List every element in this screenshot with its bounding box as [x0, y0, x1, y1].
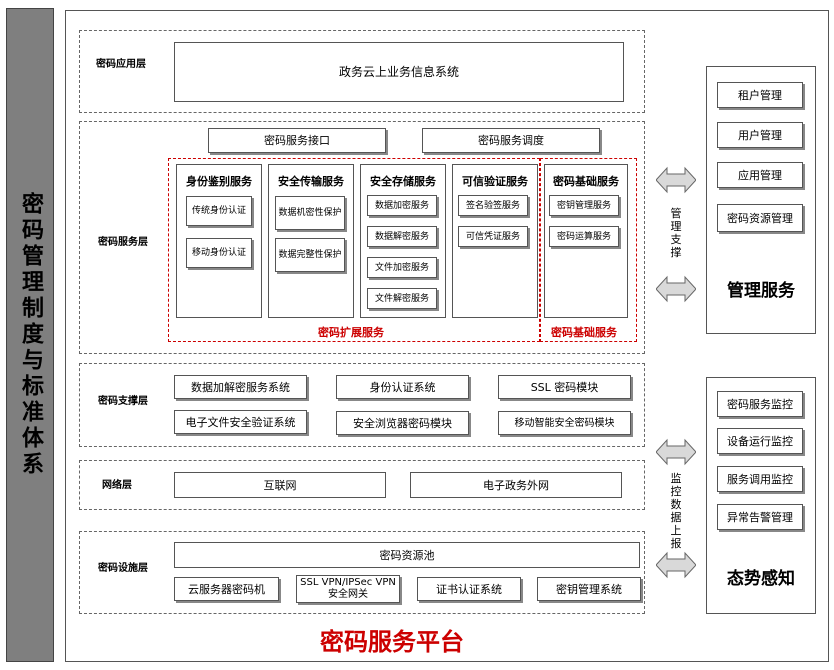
management-panel — [706, 66, 816, 334]
service-item: 密码运算服务 — [549, 226, 619, 247]
awareness-item: 异常告警管理 — [717, 504, 803, 530]
double-arrow-icon — [656, 551, 696, 579]
support-item: 安全浏览器密码模块 — [336, 411, 469, 435]
standards-banner: 密码管理制度与标准体系 — [6, 8, 54, 662]
service-item: 密钥管理服务 — [549, 195, 619, 216]
base-service-area — [540, 158, 637, 342]
awareness-item: 密码服务监控 — [717, 391, 803, 417]
support-item: 身份认证系统 — [336, 375, 469, 399]
management-title: 管理服务 — [727, 281, 795, 301]
awareness-title: 态势感知 — [727, 569, 795, 589]
infra-layer-label: 密码设施层 — [98, 563, 148, 574]
support-item: 移动智能安全密码模块 — [498, 411, 631, 435]
service-item: 数据完整性保护 — [275, 238, 345, 272]
infra-item: 密钥管理系统 — [537, 577, 641, 601]
platform-title: 密码服务平台 — [320, 628, 464, 656]
network-layer — [79, 460, 645, 510]
resource-pool: 密码资源池 — [174, 542, 640, 568]
service-item: 传统身份认证 — [186, 196, 252, 226]
infra-layer — [79, 531, 645, 614]
network-layer-label: 网络层 — [102, 480, 132, 491]
management-item: 用户管理 — [717, 122, 803, 148]
management-item: 应用管理 — [717, 162, 803, 188]
support-layer-label: 密码支撑层 — [98, 396, 148, 407]
service-layer — [79, 121, 645, 354]
standards-banner-text: 密码管理制度与标准体系 — [18, 192, 43, 478]
infra-item: 云服务器密码机 — [174, 577, 279, 601]
column-title: 密码基础服务 — [553, 175, 619, 188]
support-item: 数据加解密服务系统 — [174, 375, 307, 399]
ext-service-label: 密码扩展服务 — [318, 326, 384, 339]
service-item: 可信凭证服务 — [458, 226, 528, 247]
support-item: 电子文件安全验证系统 — [174, 410, 307, 434]
ext-service-area — [168, 158, 540, 342]
awareness-item: 服务调用监控 — [717, 466, 803, 492]
base-service-label: 密码基础服务 — [551, 326, 617, 339]
service-dispatch: 密码服务调度 — [422, 128, 600, 153]
network-item: 互联网 — [174, 472, 386, 498]
column-title: 身份鉴别服务 — [186, 175, 252, 188]
management-item: 密码资源管理 — [717, 204, 803, 232]
monitor-arrow-label: 监控数据上报 — [670, 472, 682, 550]
double-arrow-icon — [656, 275, 696, 303]
app-layer-label: 密码应用层 — [96, 59, 146, 70]
awareness-item: 设备运行监控 — [717, 428, 803, 454]
infra-item: 证书认证系统 — [417, 577, 521, 601]
double-arrow-icon — [656, 166, 696, 194]
column-title: 可信验证服务 — [462, 175, 528, 188]
service-item: 文件加密服务 — [367, 257, 437, 278]
business-system: 政务云上业务信息系统 — [174, 42, 624, 102]
service-item: 签名验签服务 — [458, 195, 528, 216]
service-item: 数据解密服务 — [367, 226, 437, 247]
service-item: 数据加密服务 — [367, 195, 437, 216]
service-item: 数据机密性保护 — [275, 196, 345, 230]
management-item: 租户管理 — [717, 82, 803, 108]
management-arrow-label: 管理支撑 — [670, 207, 682, 259]
service-interface: 密码服务接口 — [208, 128, 386, 153]
support-item: SSL 密码模块 — [498, 375, 631, 399]
app-layer — [79, 30, 645, 113]
infra-item: SSL VPN/IPSec VPN安全网关 — [296, 575, 400, 603]
column-title: 安全传输服务 — [278, 175, 344, 188]
double-arrow-icon — [656, 438, 696, 466]
service-item: 文件解密服务 — [367, 288, 437, 309]
service-layer-label: 密码服务层 — [98, 237, 148, 248]
support-layer — [79, 363, 645, 447]
network-item: 电子政务外网 — [410, 472, 622, 498]
service-item: 移动身份认证 — [186, 238, 252, 268]
column-title: 安全存储服务 — [370, 175, 436, 188]
